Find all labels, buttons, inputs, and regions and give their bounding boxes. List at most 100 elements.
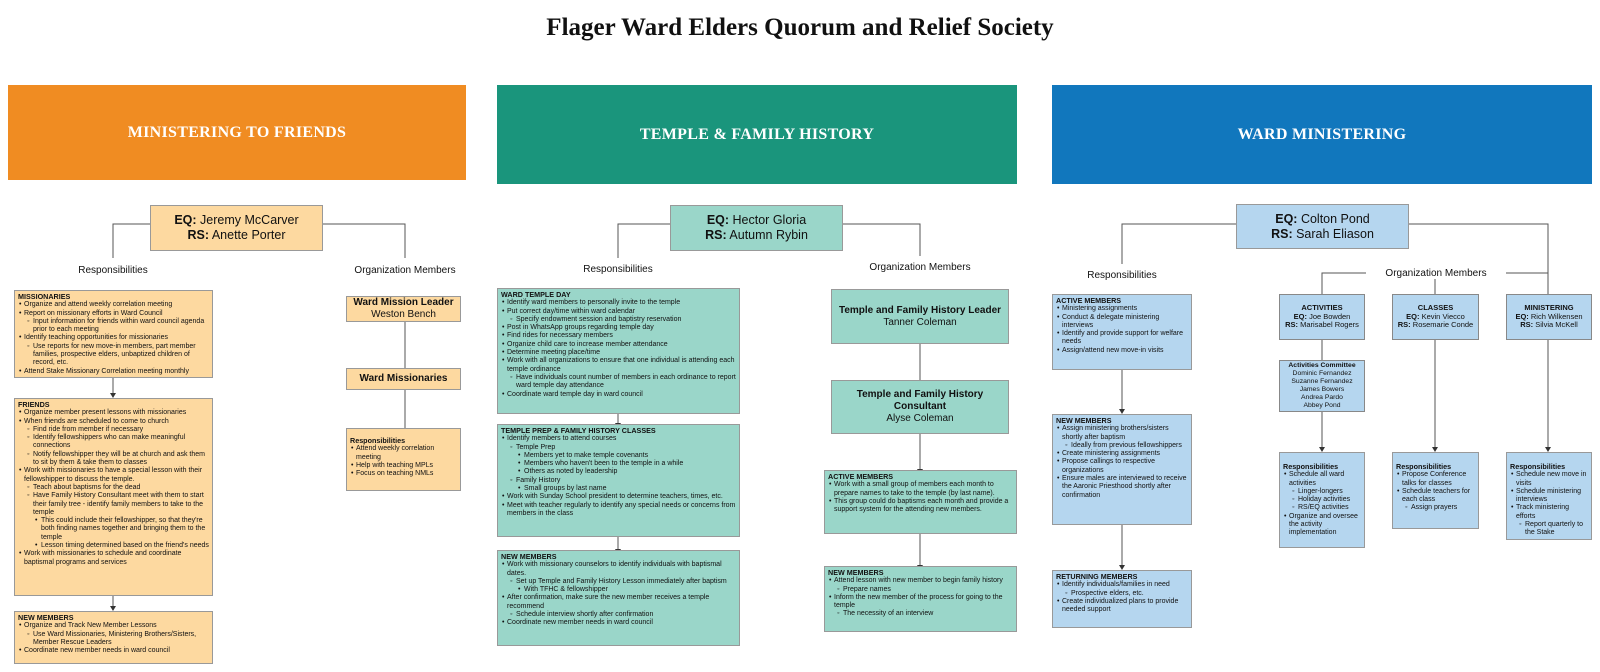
eq-member: EQ: Kevin Viecco [1406, 311, 1465, 321]
role-name: Tanner Coleman [883, 316, 957, 328]
bullet-item: Report on missionary efforts in Ward Cou… [18, 310, 209, 319]
eq-label: EQ: [1275, 211, 1298, 226]
banner-temple-family-history: TEMPLE & FAMILY HISTORY [497, 85, 1017, 184]
bullet-item: Organize and oversee the activity implem… [1283, 513, 1361, 538]
arrowhead [1119, 565, 1125, 570]
bullet-item: Identify ward members to personally invi… [501, 299, 736, 308]
organization-members-label: Organization Members [354, 265, 456, 276]
bullet-item: Assign ministering brothers/sisters shor… [1056, 425, 1188, 442]
bullet-item: Meet with teacher regularly to identify … [501, 502, 736, 519]
arrowhead [110, 393, 116, 398]
bullet-item: Work with Sunday School president to det… [501, 493, 736, 502]
rs-member: RS: Marisabel Rogers [1285, 320, 1359, 330]
temple-family-history-consultant-box: Temple and Family History Consultant Aly… [831, 380, 1009, 434]
leader-box-ward-ministering: EQ: Colton Pond RS: Sarah Eliason [1236, 204, 1409, 249]
bullet-list: Work with missionary counselors to ident… [501, 561, 736, 628]
box-heading: NEW MEMBERS [828, 568, 884, 577]
org-title: MINISTERING [1524, 303, 1574, 313]
bullet-item: Teach about baptisms for the dead [18, 484, 209, 493]
box-heading: ACTIVE MEMBERS [1056, 296, 1122, 305]
bullet-item: Input information for friends within war… [18, 318, 209, 335]
bullet-item: Prospective elders, etc. [1056, 590, 1188, 599]
bullet-list: Schedule new move in visitsSchedule mini… [1510, 471, 1588, 537]
responsibilities-label: Responsibilities [1087, 270, 1157, 281]
bullet-item: Small groups by last name [501, 485, 736, 494]
classes-box: CLASSES EQ: Kevin Viecco RS: Rosemarie C… [1392, 294, 1479, 340]
bullet-item: With TFHC & fellowshipper [501, 586, 736, 595]
bullet-item: Have Family History Consultant meet with… [18, 492, 209, 517]
activities-responsibilities-box: ResponsibilitiesSchedule all ward activi… [1279, 452, 1365, 548]
bullet-item: Linger-longers [1283, 488, 1361, 497]
bullet-list: Organize and attend weekly correlation m… [18, 301, 209, 376]
temple-family-history-leader-box: Temple and Family History Leader Tanner … [831, 289, 1009, 344]
bullet-list: Work with a small group of members each … [828, 481, 1013, 514]
bullet-item: Organize member present lessons with mis… [18, 409, 209, 418]
bullet-item: Identify members to attend courses [501, 435, 736, 444]
committee-member: Suzanne Fernandez [1291, 378, 1353, 385]
bullet-item: Work with missionaries to schedule and c… [18, 550, 209, 567]
bullet-item: Ensure males are interviewed to receive … [1056, 475, 1188, 500]
bullet-list: Identify individuals/families in needPro… [1056, 581, 1188, 614]
eq-member: EQ: Rich Wilkensen [1515, 311, 1583, 321]
bullet-item: After confirmation, make sure the new me… [501, 594, 736, 611]
role-name: Weston Bench [371, 309, 436, 320]
bullet-item: Identify teaching opportunities for miss… [18, 334, 209, 343]
bullet-item: Identify and provide support for welfare… [1056, 330, 1188, 347]
bullet-item: Coordinate new member needs in ward coun… [18, 647, 209, 656]
bullet-item: Schedule ministering interviews [1510, 488, 1588, 505]
bullet-item: Members who haven't been to the temple i… [501, 460, 736, 469]
banner-label: TEMPLE & FAMILY HISTORY [639, 125, 875, 143]
arrowhead [1432, 447, 1438, 452]
rs-leader: RS: Sarah Eliason [1237, 227, 1408, 242]
bullet-item: Members yet to make temple covenants [501, 452, 736, 461]
new-members-box: NEW MEMBERSOrganize and Track New Member… [14, 611, 213, 664]
org-title: CLASSES [1417, 303, 1454, 313]
bullet-item: Put correct day/time within ward calenda… [501, 308, 736, 317]
new-members-box: NEW MEMBERSAssign ministering brothers/s… [1052, 414, 1192, 525]
eq-member: EQ: Joe Bowden [1293, 311, 1351, 321]
box-heading: TEMPLE PREP & FAMILY HISTORY CLASSES [501, 426, 656, 435]
bullet-item: Post in WhatsApp groups regarding temple… [501, 324, 736, 333]
role-name: Alyse Coleman [886, 413, 954, 424]
arrowhead [1545, 447, 1551, 452]
ward-missionaries-responsibilities-box: ResponsibilitiesAttend weekly correlatio… [346, 428, 461, 491]
connector-line [323, 223, 406, 258]
box-heading: WARD TEMPLE DAY [501, 290, 571, 299]
bullet-item: Work with a small group of members each … [828, 481, 1013, 498]
role-title: Ward Mission Leader [353, 297, 454, 308]
bullet-item: Propose Conference talks for classes [1396, 471, 1475, 488]
box-heading: NEW MEMBERS [1056, 416, 1112, 425]
bullet-item: Schedule interview shortly after confirm… [501, 611, 736, 620]
arrowhead [110, 606, 116, 611]
rs-leader: RS: Autumn Rybin [671, 228, 842, 243]
page-title: Flager Ward Elders Quorum and Relief Soc… [546, 14, 1054, 41]
bullet-list: Identify members to attend coursesTemple… [501, 435, 736, 518]
ward-missionaries-box: Ward Missionaries [346, 368, 461, 390]
bullet-item: When friends are scheduled to come to ch… [18, 418, 209, 427]
rs-label: RS: [1271, 226, 1293, 241]
banner-ministering-to-friends: MINISTERING TO FRIENDS [8, 85, 466, 180]
box-heading: Responsibilities [350, 436, 406, 445]
box-heading: Responsibilities [1283, 462, 1339, 471]
organization-members-label: Organization Members [869, 262, 971, 273]
role-title: Temple and Family History Leader [838, 304, 1002, 316]
committee-member: James Bowers [1299, 386, 1345, 393]
bullet-item: Family History [501, 477, 736, 486]
box-heading: FRIENDS [18, 400, 50, 409]
bullet-item: Create individualized plans to provide n… [1056, 598, 1188, 615]
box-heading: RETURNING MEMBERS [1056, 572, 1138, 581]
activities-committee-box: Activities Committee Dominic Fernandez S… [1279, 360, 1365, 412]
returning-members-box: RETURNING MEMBERSIdentify individuals/fa… [1052, 570, 1192, 628]
rs-name: Sarah Eliason [1296, 226, 1374, 241]
connector-line [1121, 223, 1236, 264]
box-heading: Responsibilities [1396, 462, 1452, 471]
eq-leader: EQ: Hector Gloria [671, 213, 842, 228]
bullet-item: Determine meeting place/time [501, 349, 736, 358]
activities-box: ACTIVITIES EQ: Joe Bowden RS: Marisabel … [1279, 294, 1365, 340]
missionaries-box: MISSIONARIESOrganize and attend weekly c… [14, 290, 213, 378]
ward-temple-day-box: WARD TEMPLE DAYIdentify ward members to … [497, 288, 740, 414]
rs-member: RS: Silvia McKell [1520, 320, 1578, 330]
banner-label: MINISTERING TO FRIENDS [127, 123, 347, 141]
bullet-item: Organize and Track New Member Lessons [18, 622, 209, 631]
